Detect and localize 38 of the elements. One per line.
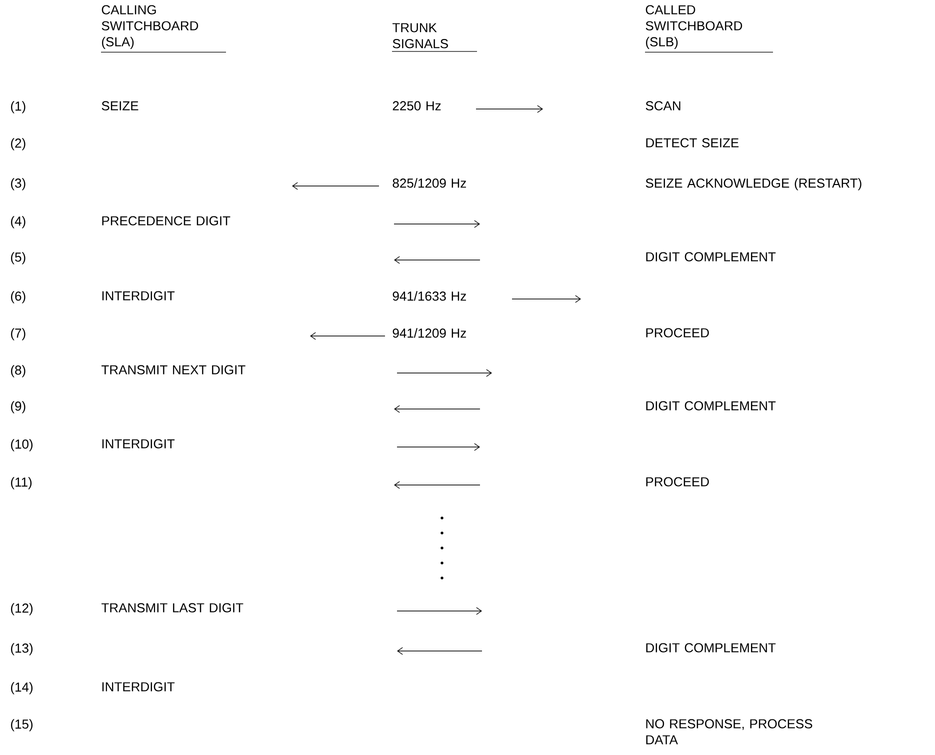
frequency-label: 941/1209 Hz	[392, 328, 466, 338]
row-number: (2)	[11, 138, 26, 150]
step-label: INTERDIGIT	[102, 682, 175, 692]
frequency-label: 2250 Hz	[392, 101, 441, 110]
response-label: SEIZE ACKNOWLEDGE (RESTART)	[646, 178, 862, 190]
row-number: (6)	[11, 291, 26, 304]
step-label: SEIZE	[102, 101, 138, 110]
column-heading: TRUNK SIGNALS	[392, 23, 478, 52]
step-label: TRANSMIT LAST DIGIT	[102, 603, 244, 612]
frequency-label: 825/1209 Hz	[392, 178, 466, 188]
response-label: DETECT SEIZE	[646, 138, 739, 148]
column-heading: CALLED SWITCHBOARD (SLB)	[644, 5, 774, 52]
response-label: PROCEED	[646, 477, 709, 486]
row-number: (5)	[11, 252, 26, 264]
row-number: (3)	[11, 178, 26, 190]
response-label: DIGIT COMPLEMENT	[646, 643, 776, 652]
column-heading: CALLING SWITCHBOARD (SLA)	[100, 5, 226, 52]
row-number: (8)	[11, 365, 26, 378]
response-label: PROCEED	[646, 328, 709, 338]
response-label: SCAN	[646, 101, 680, 110]
row-number: (11)	[11, 477, 32, 490]
row-number: (4)	[11, 216, 26, 228]
row-number: (9)	[11, 401, 26, 414]
row-number: (14)	[11, 682, 33, 694]
step-label: PRECEDENCE DIGIT	[102, 216, 230, 226]
response-label: DIGIT COMPLEMENT	[646, 401, 776, 410]
response-label: NO RESPONSE, PROCESS DATA	[646, 719, 812, 744]
row-number: (7)	[11, 328, 26, 340]
frequency-label: 941/1633 Hz	[392, 291, 466, 301]
row-number: (12)	[11, 603, 33, 616]
step-label: TRANSMIT NEXT DIGIT	[102, 365, 246, 374]
step-label: INTERDIGIT	[102, 439, 175, 448]
response-label: DIGIT COMPLEMENT	[646, 252, 776, 262]
row-number: (15)	[11, 719, 33, 732]
step-label: INTERDIGIT	[102, 291, 175, 300]
row-number: (1)	[11, 101, 26, 114]
row-number: (10)	[11, 439, 33, 452]
row-number: (13)	[11, 643, 33, 656]
